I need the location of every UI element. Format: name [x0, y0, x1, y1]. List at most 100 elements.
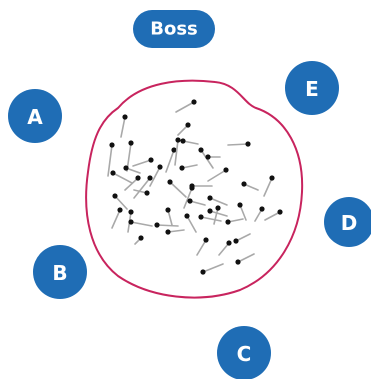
matchstick[interactable] — [111, 207, 123, 229]
matchstick[interactable] — [107, 142, 115, 177]
matchstick-head — [241, 181, 247, 187]
matchstick[interactable] — [177, 122, 191, 136]
matchstick[interactable] — [207, 195, 228, 206]
node-c-circle — [217, 326, 271, 379]
matchstick-shaft — [174, 139, 179, 166]
matchstick-shaft — [213, 207, 219, 225]
matchstick-head — [203, 237, 209, 243]
matchstick-shaft — [209, 197, 228, 206]
node-a[interactable]: A — [8, 89, 62, 143]
matchstick[interactable] — [184, 213, 197, 233]
matchstick[interactable] — [132, 157, 154, 167]
matchstick[interactable] — [165, 147, 177, 173]
matchstick-shaft — [156, 224, 179, 227]
matchstick[interactable] — [149, 164, 163, 187]
node-b-label: B — [52, 261, 67, 285]
matchstick-head — [207, 195, 213, 201]
matchstick[interactable] — [120, 114, 128, 138]
matchstick[interactable] — [207, 208, 228, 217]
matchstick-head — [147, 175, 153, 181]
matchstick[interactable] — [218, 240, 232, 256]
node-d[interactable]: D — [324, 197, 371, 247]
matchstick[interactable] — [198, 214, 222, 222]
matchstick[interactable] — [227, 141, 251, 147]
matchstick[interactable] — [237, 202, 247, 221]
matchstick-head — [269, 175, 275, 181]
matchstick-head — [198, 147, 204, 153]
node-c-label: C — [237, 342, 252, 366]
matchstick[interactable] — [165, 229, 185, 235]
matchstick[interactable] — [205, 154, 221, 160]
matchstick-shaft — [264, 211, 281, 221]
boss-node[interactable]: Boss — [133, 10, 215, 48]
matchstick[interactable] — [134, 235, 144, 245]
node-d-label: D — [341, 211, 358, 235]
matchstick-head — [154, 222, 160, 228]
matchsticks — [107, 99, 283, 275]
matchstick[interactable] — [241, 181, 259, 191]
matchstick-shaft — [133, 177, 151, 199]
boss-label: Boss — [150, 19, 198, 40]
matchstick[interactable] — [235, 253, 255, 265]
matchstick-head — [215, 205, 221, 211]
matchstick-head — [225, 219, 231, 225]
matchstick[interactable] — [233, 233, 251, 244]
matchstick[interactable] — [264, 209, 283, 221]
matchstick[interactable] — [187, 198, 206, 206]
matchstick[interactable] — [263, 175, 275, 197]
matchstick[interactable] — [167, 179, 187, 198]
matchstick-head — [179, 165, 185, 171]
matchstick[interactable] — [179, 164, 198, 171]
matchstick[interactable] — [254, 206, 265, 222]
matchstick[interactable] — [189, 183, 213, 189]
matchstick-head — [189, 183, 195, 189]
node-e-circle — [285, 61, 339, 115]
matchstick-head — [187, 198, 193, 204]
matchstick-head — [167, 179, 173, 185]
matchstick-head — [165, 229, 171, 235]
matchstick-head — [122, 114, 128, 120]
matchstick-head — [109, 142, 115, 148]
matchstick-head — [207, 208, 213, 214]
node-e[interactable]: E — [285, 61, 339, 115]
matchstick-shaft — [169, 181, 187, 198]
matchstick-head — [171, 147, 177, 153]
node-b-circle — [33, 245, 87, 299]
matchstick[interactable] — [175, 99, 197, 113]
matchstick-shaft — [112, 172, 133, 184]
matchstick-shaft — [175, 101, 195, 113]
node-b[interactable]: B — [33, 245, 87, 299]
matchstick[interactable] — [165, 207, 173, 226]
matchstick[interactable] — [124, 175, 141, 191]
matchstick[interactable] — [174, 137, 181, 166]
matchstick[interactable] — [128, 219, 153, 227]
matchstick[interactable] — [133, 189, 150, 196]
matchstick[interactable] — [213, 205, 221, 225]
matchstick[interactable] — [207, 167, 229, 182]
matchstick-head — [128, 209, 134, 215]
matchstick[interactable] — [196, 237, 209, 256]
matchstick[interactable] — [154, 222, 179, 228]
matchstick-shaft — [237, 253, 255, 263]
matchstick-head — [128, 219, 134, 225]
matchstick[interactable] — [180, 138, 199, 145]
matchstick-head — [200, 269, 206, 275]
node-c[interactable]: C — [217, 326, 271, 379]
matchstick[interactable] — [110, 170, 133, 184]
matchstick-shaft — [107, 144, 113, 177]
matchstick[interactable] — [225, 218, 244, 225]
matchstick-head — [148, 157, 154, 163]
matchstick[interactable] — [200, 263, 224, 275]
matchstick[interactable] — [123, 165, 141, 174]
matchstick-head — [117, 207, 123, 213]
matchstick-shaft — [120, 116, 126, 138]
matchstick-shaft — [165, 149, 175, 173]
matchstick-head — [128, 140, 134, 146]
matchstick-head — [277, 209, 283, 215]
matchstick-head — [180, 138, 186, 144]
matchstick-head — [198, 214, 204, 220]
matchstick[interactable] — [133, 175, 153, 199]
matchstick-shaft — [235, 233, 251, 242]
matchstick[interactable] — [112, 193, 128, 210]
